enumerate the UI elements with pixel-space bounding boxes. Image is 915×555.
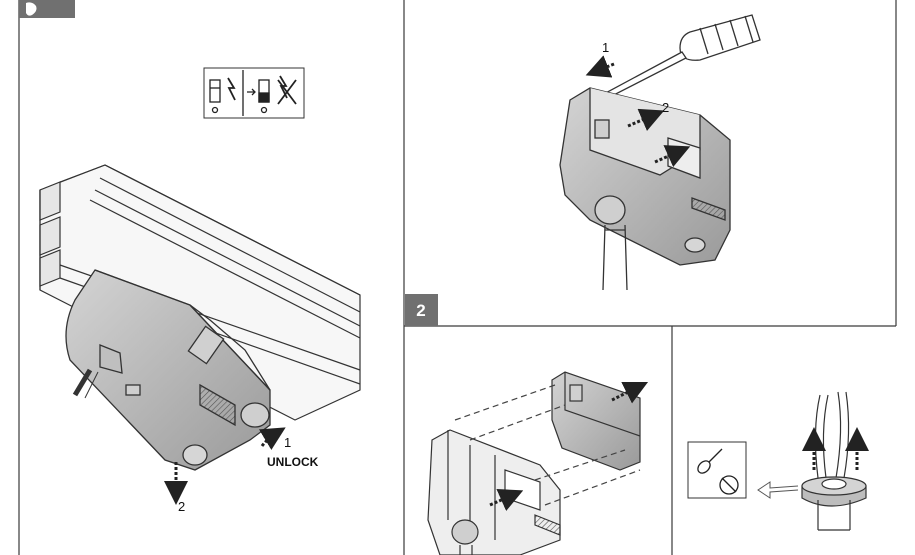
pry-step-label: 1 [602,40,609,55]
power-off-warning [203,67,305,119]
cable-gland [801,391,867,531]
adapter-housing-top [559,87,731,291]
pointer-arrow [757,481,799,499]
section-badge-top-left [19,0,75,18]
screwdriver-top [598,14,761,101]
step-2-badge: 2 [405,294,438,326]
push-arrow-top [627,108,665,131]
hand-gesture-icon [26,2,37,16]
exploded-view [427,371,641,555]
screwdriver-icon [697,448,723,474]
pry-arrow-top [585,55,615,78]
power-off-icon [209,70,270,116]
unlock-label: UNLOCK [267,455,319,469]
remove-cover-arrow [611,381,649,404]
unlock-arrow [258,427,286,451]
danger-voltage-icon [277,75,297,105]
insert-arrow [489,489,524,512]
track-rail [39,164,361,421]
adapter-housing-left [65,269,271,471]
tool-hint-box [687,441,747,499]
slotted-screw-icon [719,475,739,495]
push-step-label: 2 [662,100,669,115]
step-2-number: 2 [416,301,425,320]
unlock-step-label: 1 [284,435,291,450]
panel-frames [18,0,897,555]
down-step-label: 2 [178,499,185,514]
